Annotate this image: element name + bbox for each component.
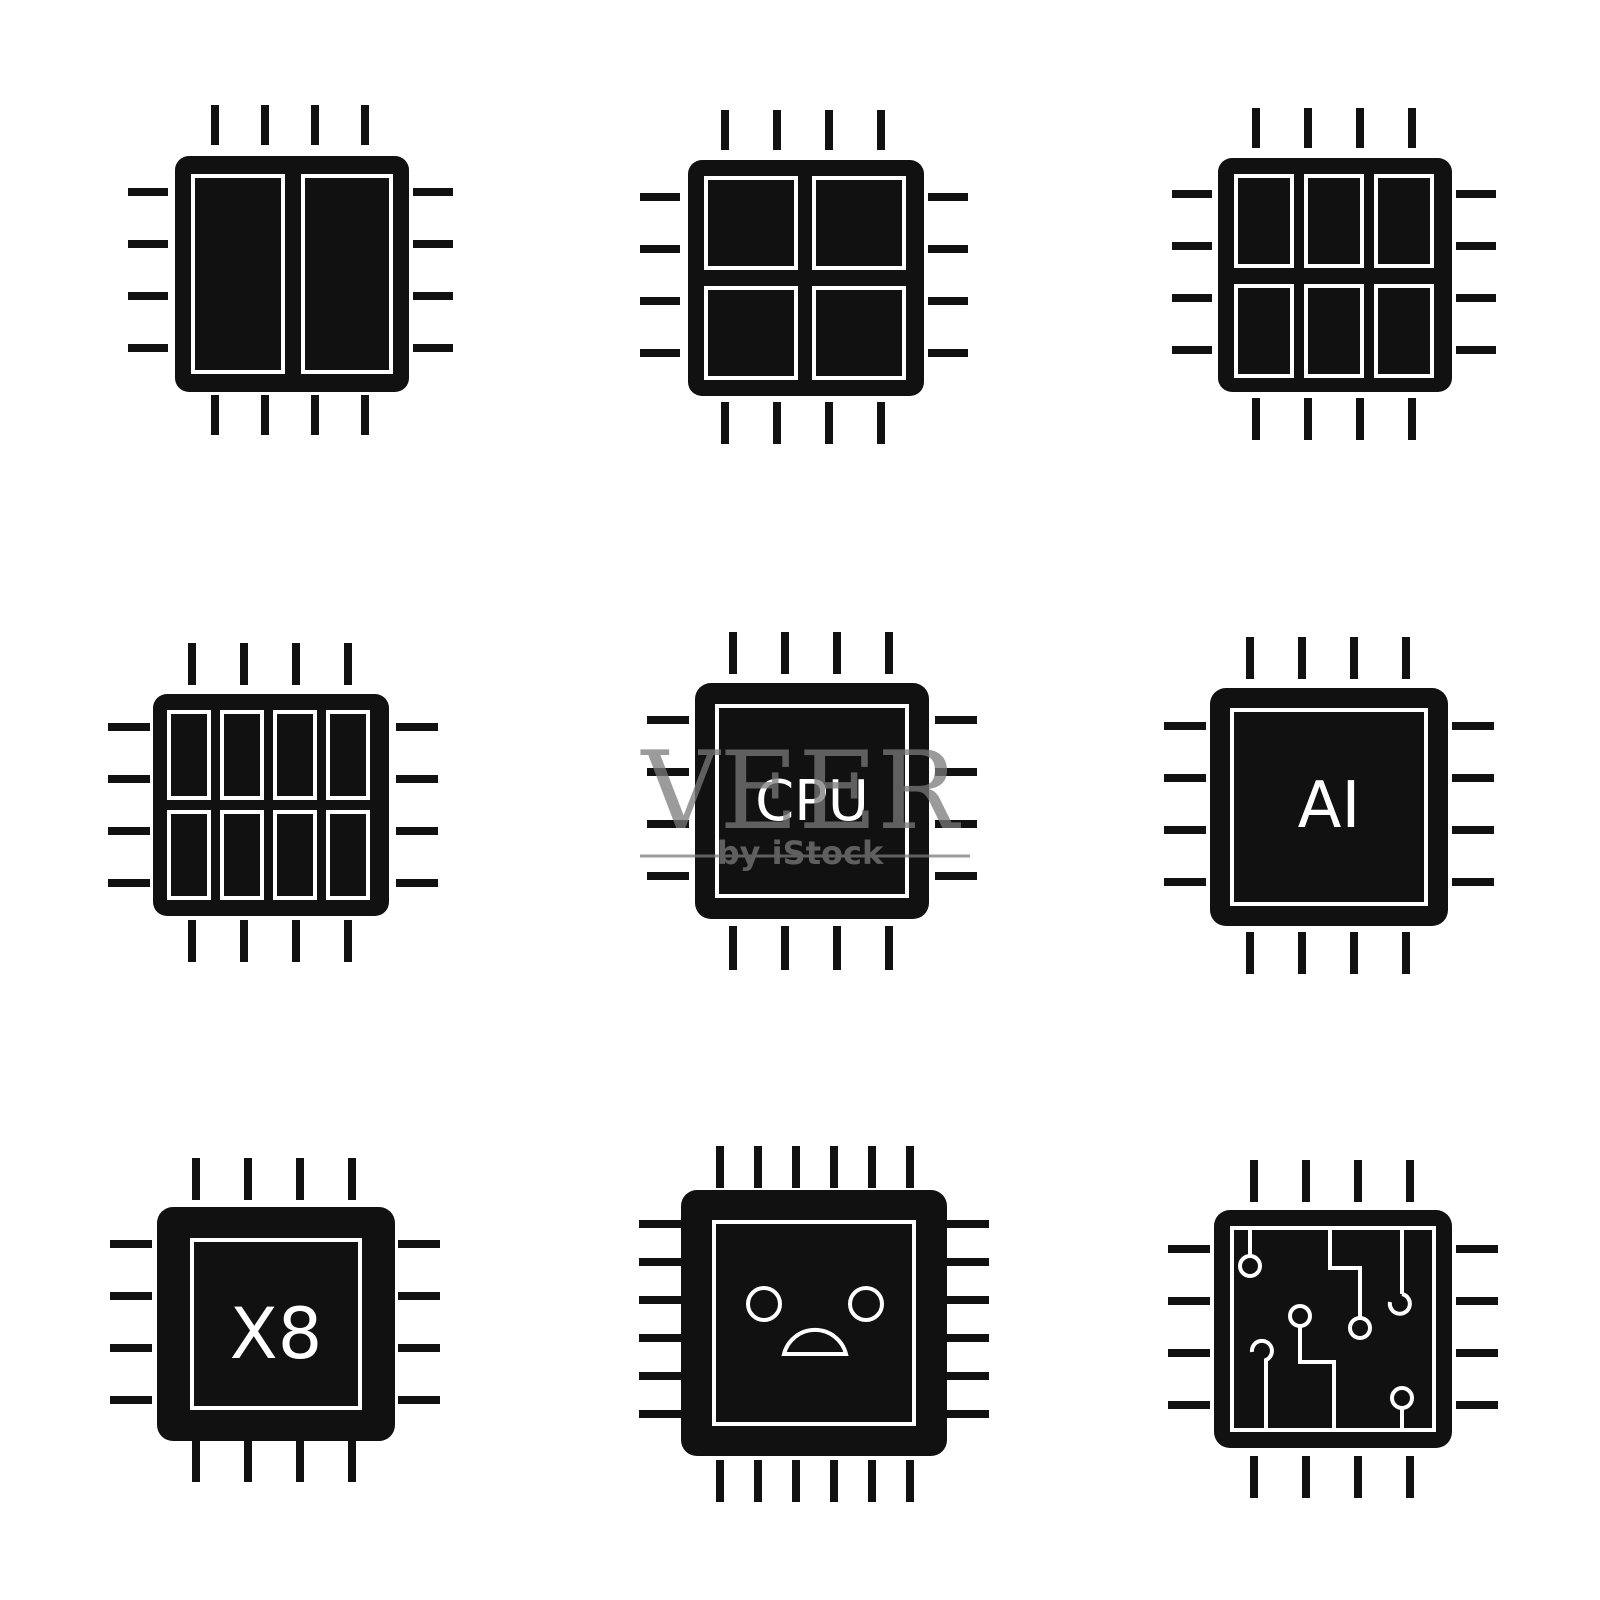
x8-label: X8	[230, 1293, 323, 1375]
right-eye	[848, 1286, 884, 1322]
hexa-core-processor-icon	[1172, 108, 1496, 440]
x8-processor-icon: X8	[110, 1158, 440, 1482]
quad-core-processor-icon	[640, 110, 968, 444]
ai-processor-icon: AI	[1164, 637, 1494, 974]
ai-label: AI	[1298, 769, 1361, 843]
dual-core-processor-icon	[128, 105, 453, 435]
cpu-processor-icon: CPU	[647, 632, 977, 970]
watermark-tagline: by iStock	[717, 834, 884, 872]
watermark-brand: VEER	[640, 729, 962, 854]
octa-core-processor-icon	[108, 643, 438, 962]
cpu-label: CPU	[755, 769, 869, 834]
sad-processor-icon	[639, 1146, 989, 1502]
left-eye	[746, 1286, 782, 1322]
watermark: VEER by iStock	[640, 729, 970, 872]
frown-mouth	[781, 1327, 849, 1356]
circuit-processor-icon	[1168, 1160, 1498, 1498]
